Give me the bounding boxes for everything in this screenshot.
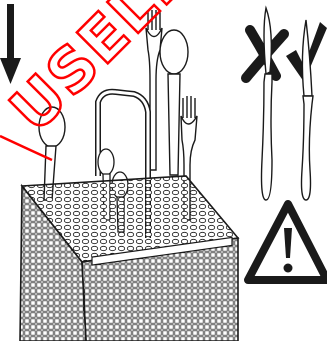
- warning-triangle-icon: [248, 204, 327, 280]
- down-arrow-icon: [0, 4, 21, 84]
- knife-not-allowed: [262, 8, 273, 200]
